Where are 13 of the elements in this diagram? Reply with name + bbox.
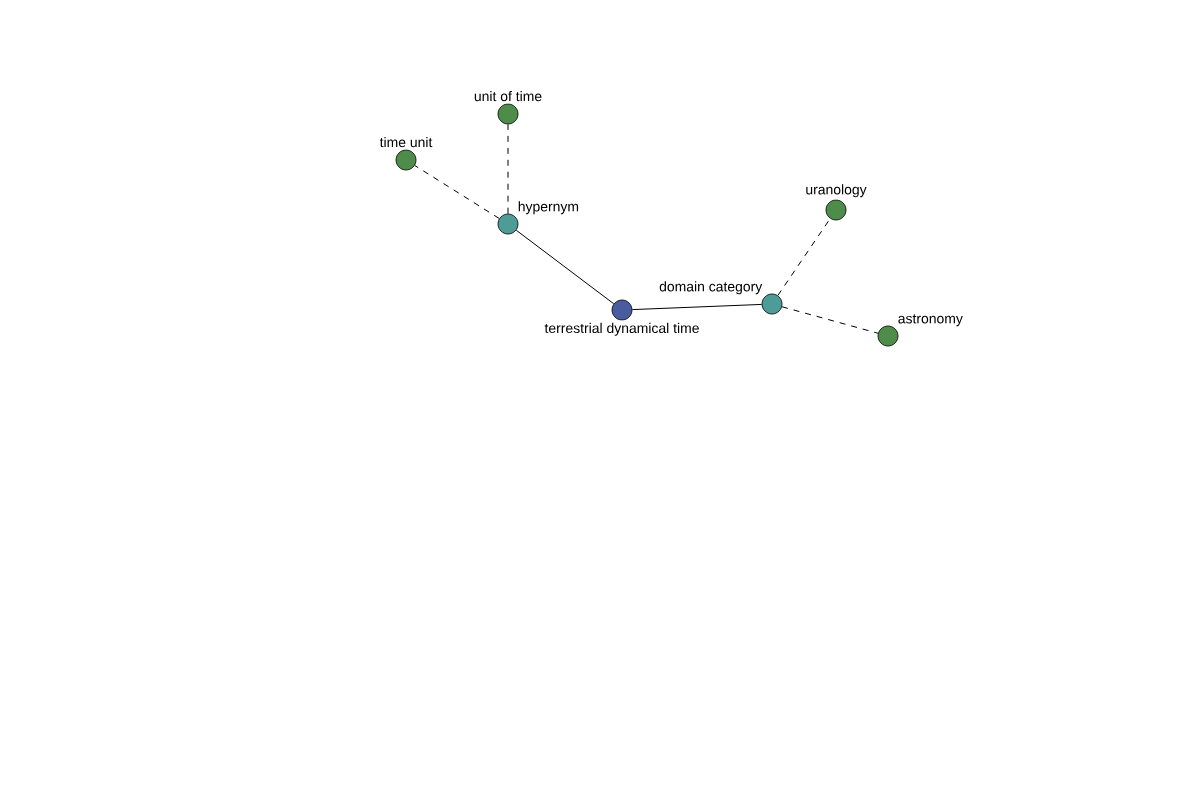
dashed-line (507, 123, 509, 215)
connector-line (515, 229, 615, 305)
graph-node (877, 312, 965, 347)
graph-node (471, 88, 545, 125)
graph-node (803, 182, 869, 221)
dashed-line (781, 306, 879, 334)
graph-node (377, 134, 435, 171)
graph-node (542, 299, 702, 338)
dashed-line (777, 218, 831, 296)
dashed-line (414, 165, 500, 219)
graph-node (657, 279, 783, 315)
graph-node (497, 199, 581, 235)
connector-line (631, 303, 763, 311)
